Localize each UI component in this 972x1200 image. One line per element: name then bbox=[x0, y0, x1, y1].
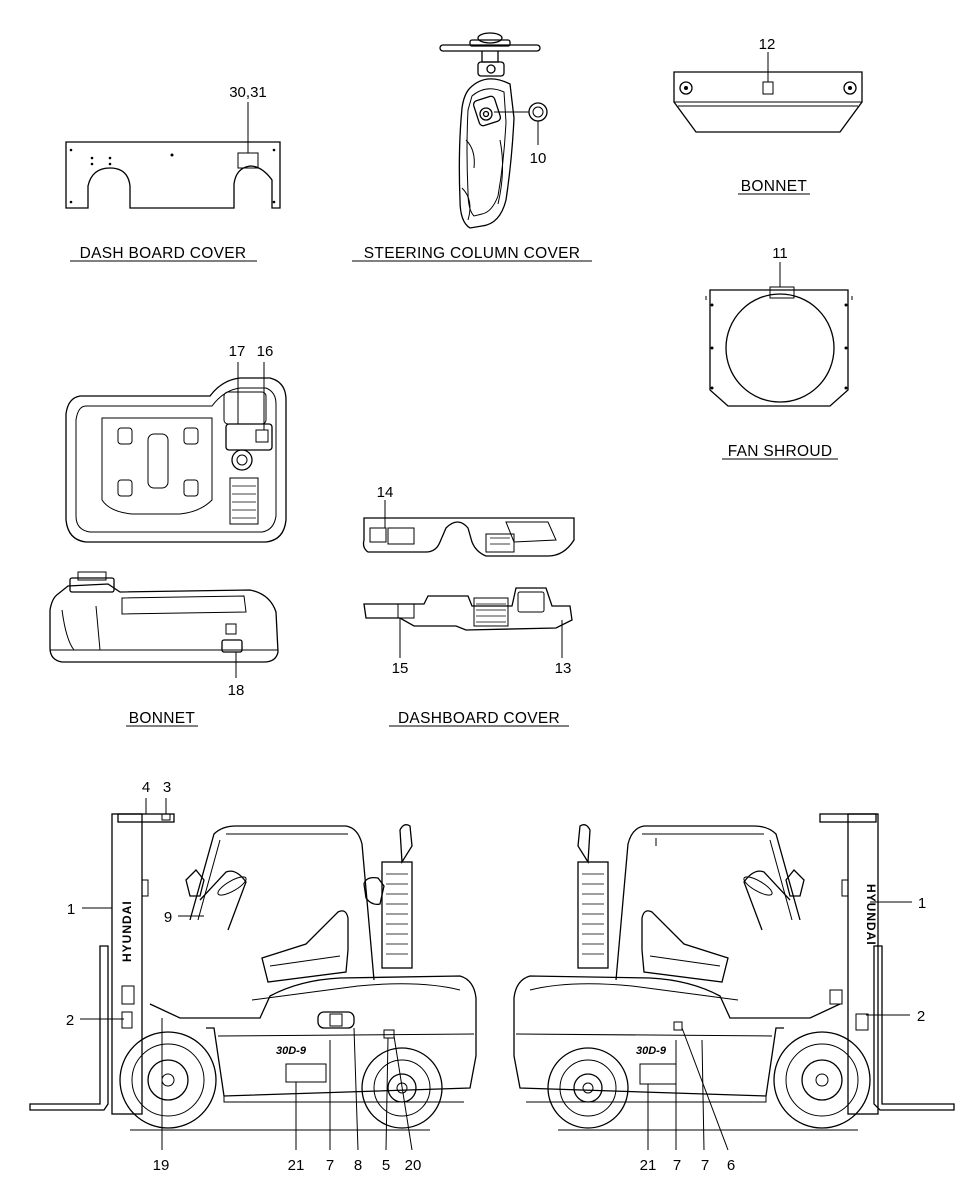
model-badge-right: 30D-9 bbox=[636, 1045, 667, 1057]
bonnet-left-side-view bbox=[49, 571, 279, 678]
title-bonnet-top: BONNET bbox=[741, 178, 808, 195]
steering-column-cover-part bbox=[439, 32, 548, 229]
fan-shroud-part bbox=[705, 262, 853, 407]
title-bonnet-left: BONNET bbox=[129, 710, 196, 727]
dashboard-cover-upper bbox=[362, 500, 575, 557]
callout-left-21: 21 bbox=[288, 1157, 305, 1174]
callout-left-19: 19 bbox=[153, 1157, 170, 1174]
callout-30-31: 30,31 bbox=[229, 84, 267, 101]
callout-left-20: 20 bbox=[405, 1157, 422, 1174]
dashboard-cover-lower bbox=[363, 587, 573, 658]
callout-left-1: 1 bbox=[67, 901, 75, 918]
callout-right-1: 1 bbox=[918, 895, 926, 912]
callout-left-9: 9 bbox=[164, 909, 172, 926]
callout-11: 11 bbox=[772, 245, 788, 262]
title-steering-column-cover: STEERING COLUMN COVER bbox=[364, 245, 580, 262]
title-dash-board-cover: DASH BOARD COVER bbox=[80, 245, 247, 262]
callout-left-7: 7 bbox=[326, 1157, 334, 1174]
callout-13: 13 bbox=[555, 660, 572, 677]
callout-right-7b: 7 bbox=[701, 1157, 709, 1174]
callout-18: 18 bbox=[228, 682, 245, 699]
title-fan-shroud: FAN SHROUD bbox=[728, 443, 833, 460]
bonnet-top-part bbox=[673, 52, 863, 133]
callout-10: 10 bbox=[530, 150, 547, 167]
model-badge-left: 30D-9 bbox=[276, 1045, 307, 1057]
forklift-left-view: HYUNDAI bbox=[29, 798, 477, 1151]
mast-brand-right: HYUNDAI bbox=[864, 884, 878, 946]
callout-left-5: 5 bbox=[382, 1157, 390, 1174]
callout-left-3: 3 bbox=[163, 779, 171, 796]
title-dashboard-cover: DASHBOARD COVER bbox=[398, 710, 560, 727]
callout-15: 15 bbox=[392, 660, 409, 677]
forklift-right-view: HYUNDAI 30D-9 bbox=[513, 813, 955, 1151]
callout-17: 17 bbox=[229, 343, 246, 360]
callout-16: 16 bbox=[257, 343, 274, 360]
callout-12: 12 bbox=[759, 36, 776, 53]
bonnet-left-top-view bbox=[65, 362, 287, 543]
callout-right-21: 21 bbox=[640, 1157, 657, 1174]
callout-left-4: 4 bbox=[142, 779, 150, 796]
callout-14: 14 bbox=[377, 484, 394, 501]
callout-left-2: 2 bbox=[66, 1012, 74, 1029]
callout-right-6: 6 bbox=[727, 1157, 735, 1174]
callout-right-2: 2 bbox=[917, 1008, 925, 1025]
dash-board-cover-part bbox=[65, 102, 281, 209]
callout-right-7a: 7 bbox=[673, 1157, 681, 1174]
callout-left-8: 8 bbox=[354, 1157, 362, 1174]
mast-brand-left: HYUNDAI bbox=[120, 900, 134, 962]
